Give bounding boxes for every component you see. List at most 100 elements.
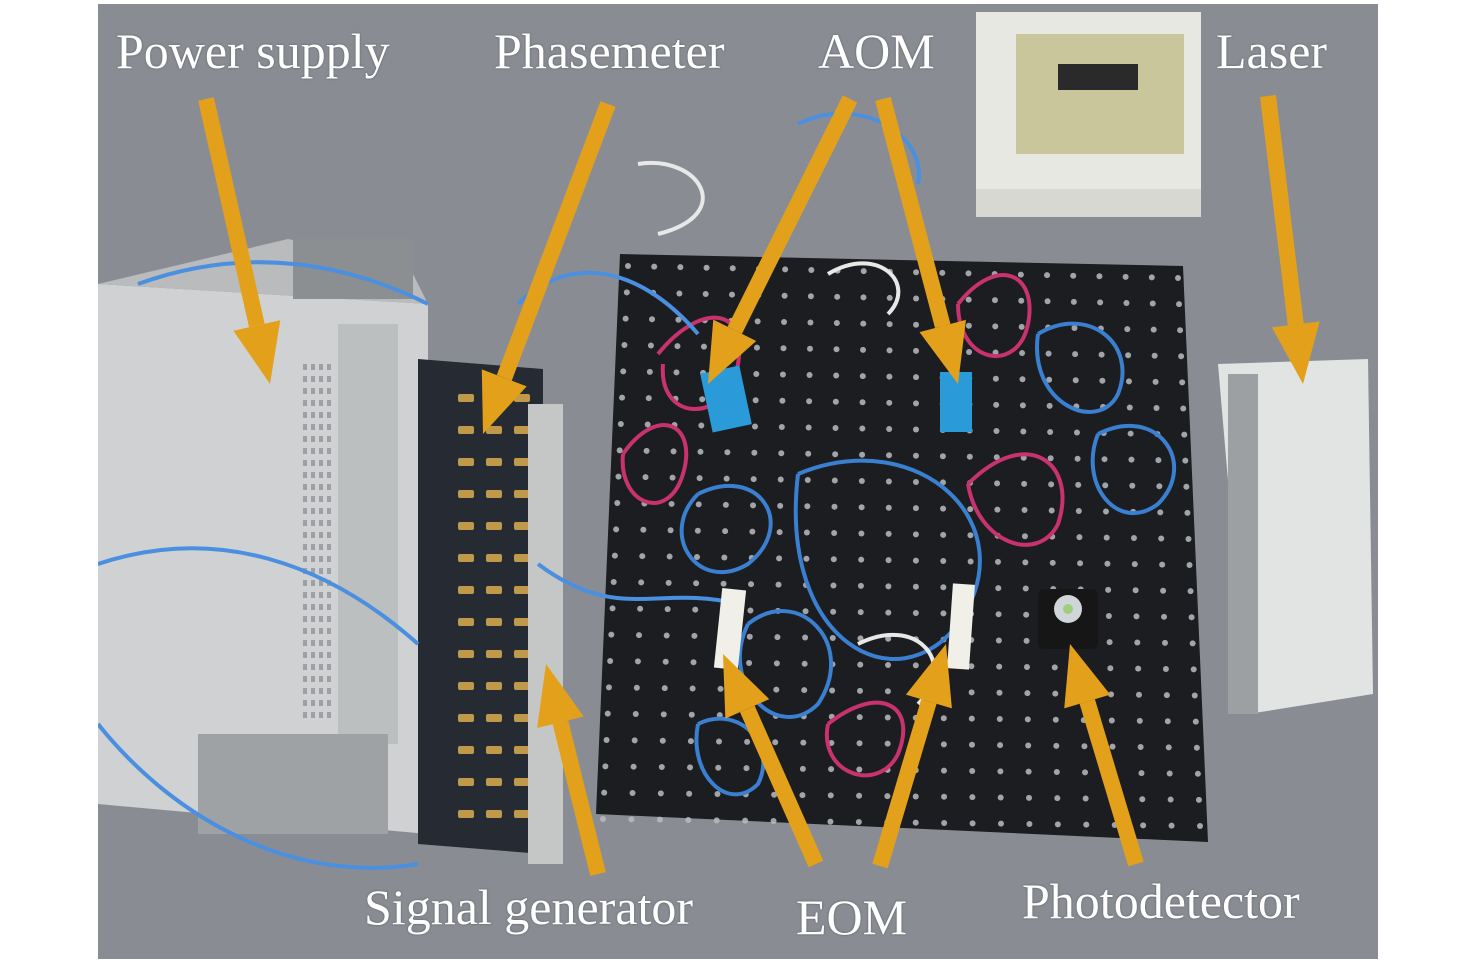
breadboard-hole	[1125, 378, 1132, 385]
breadboard-hole	[808, 267, 815, 273]
breadboard-hole	[1108, 691, 1115, 698]
eom-module-right	[947, 583, 975, 670]
breadboard-hole	[668, 500, 675, 507]
breadboard-hole	[1176, 301, 1183, 308]
breadboard-hole	[687, 738, 694, 745]
breadboard-hole	[1195, 796, 1202, 803]
vent-slot	[319, 688, 323, 694]
breadboard-hole	[994, 506, 1001, 513]
vent-slot	[311, 556, 315, 562]
breadboard-hole	[703, 264, 710, 271]
breadboard-hole	[775, 581, 782, 588]
breadboard-hole	[1140, 822, 1147, 829]
breadboard-hole	[632, 711, 639, 718]
breadboard-hole	[1020, 428, 1027, 435]
breadboard-hole	[1076, 534, 1083, 541]
breadboard-hole	[690, 659, 697, 666]
breadboard-hole	[941, 793, 948, 800]
breadboard-hole	[649, 316, 656, 323]
breadboard-hole	[746, 633, 753, 640]
vent-slot	[319, 364, 323, 370]
sma-connector	[514, 394, 530, 402]
breadboard-hole	[859, 399, 866, 406]
vent-slot	[311, 364, 315, 370]
breadboard-hole	[1046, 376, 1053, 383]
breadboard-hole	[607, 658, 614, 664]
breadboard-hole	[857, 635, 864, 642]
arrow-signal-generator	[537, 664, 606, 876]
sma-connector	[514, 522, 530, 530]
breadboard-hole	[997, 768, 1004, 775]
breadboard-hole	[685, 817, 692, 823]
breadboard-hole	[715, 764, 722, 771]
arrow-phasemeter	[481, 101, 616, 434]
vent-slot	[327, 592, 331, 598]
breadboard-hole	[968, 741, 975, 748]
breadboard-hole	[1128, 456, 1135, 463]
breadboard-hole	[623, 289, 630, 296]
breadboard-hole	[1105, 612, 1112, 619]
breadboard-hole	[1073, 429, 1080, 436]
breadboard-hole	[803, 529, 810, 536]
vent-slot	[327, 532, 331, 538]
vent-slot	[319, 484, 323, 490]
breadboard-hole	[781, 292, 788, 299]
breadboard-hole	[1082, 769, 1089, 776]
breadboard-hole	[670, 448, 677, 455]
vent-slot	[327, 664, 331, 670]
breadboard-hole	[697, 448, 704, 455]
vent-slot	[319, 520, 323, 526]
breadboard-hole	[913, 321, 920, 328]
breadboard-hole	[996, 663, 1003, 670]
vent-slot	[327, 496, 331, 502]
vent-slot	[327, 472, 331, 478]
breadboard-hole	[993, 401, 1000, 408]
sma-connector	[486, 522, 502, 530]
vent-slot	[311, 376, 315, 382]
breadboard-hole	[665, 579, 672, 586]
breadboard-hole	[827, 818, 834, 825]
breadboard-hole	[686, 790, 693, 797]
breadboard-hole	[615, 473, 622, 480]
vent-slot	[319, 592, 323, 598]
vent-slot	[327, 556, 331, 562]
sma-connector	[458, 714, 474, 722]
breadboard-hole	[992, 323, 999, 330]
breadboard-hole	[804, 477, 811, 484]
breadboard-hole	[628, 816, 635, 823]
breadboard-hole	[1025, 742, 1032, 749]
vent-slot	[311, 496, 315, 502]
breadboard-hole	[728, 291, 735, 298]
breadboard-hole	[666, 553, 673, 560]
sma-connector	[514, 778, 530, 786]
breadboard-hole	[698, 422, 705, 429]
breadboard-hole	[1138, 770, 1145, 777]
breadboard-hole	[1102, 508, 1109, 515]
label-phasemeter: Phasemeter	[494, 23, 725, 79]
breadboard-hole	[1187, 588, 1194, 595]
vent-slot	[319, 544, 323, 550]
breadboard-hole	[1149, 300, 1156, 307]
breadboard-hole	[998, 820, 1004, 827]
vent-slot	[327, 604, 331, 610]
breadboard-hole	[995, 637, 1002, 644]
breadboard-hole	[1186, 562, 1193, 569]
breadboard-hole	[1048, 481, 1055, 488]
breadboard-hole	[614, 500, 621, 506]
breadboard-hole	[832, 398, 839, 405]
breadboard-hole	[747, 607, 754, 614]
vent-slot	[327, 508, 331, 514]
breadboard-hole	[965, 270, 972, 277]
arrow-aom-left	[708, 95, 858, 384]
breadboard-hole	[631, 737, 638, 744]
breadboard-hole	[1188, 614, 1195, 621]
breadboard-hole	[640, 526, 647, 533]
breadboard-hole	[1148, 274, 1155, 281]
vent-slot	[319, 712, 323, 718]
breadboard-hole	[639, 553, 646, 560]
breadboard-hole	[940, 531, 947, 538]
breadboard-hole	[752, 397, 759, 404]
breadboard-hole	[724, 449, 731, 456]
lab-setup-photo: Power supply Phasemeter AOM Laser Signal…	[98, 4, 1378, 959]
breadboard-hole	[673, 369, 680, 376]
